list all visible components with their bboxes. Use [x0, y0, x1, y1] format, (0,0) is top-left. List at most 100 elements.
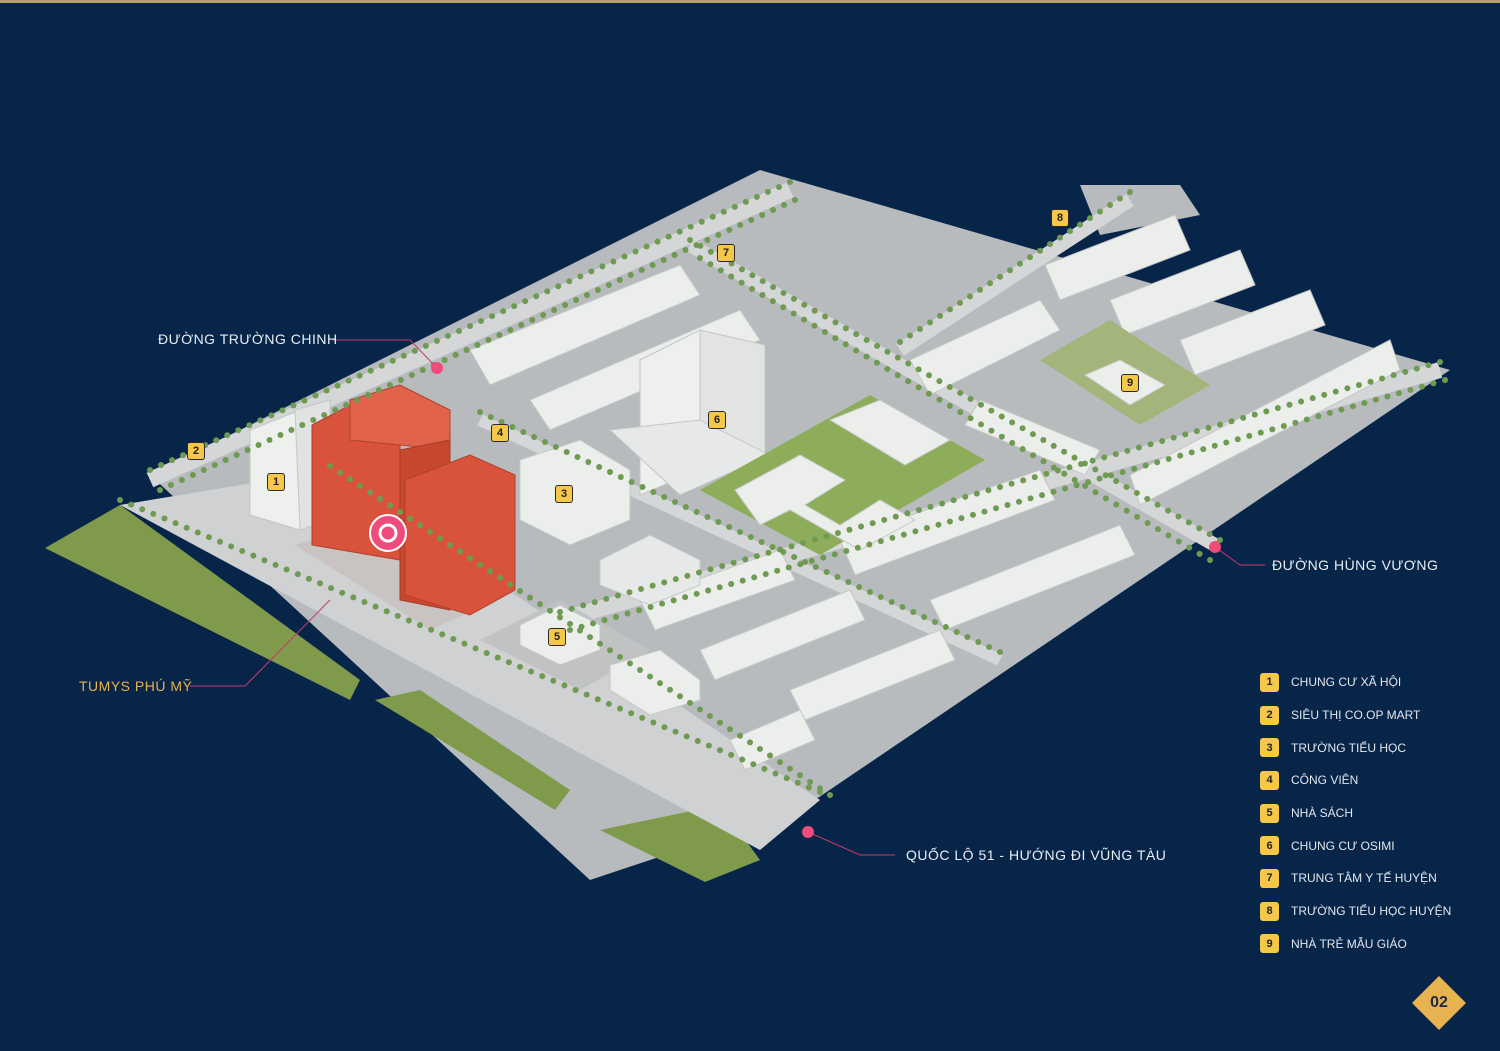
tree-dot — [518, 322, 525, 328]
tree-dot — [915, 507, 922, 514]
tree-dot — [1108, 472, 1115, 479]
tree-dot — [884, 348, 891, 355]
tree-dot — [649, 582, 656, 589]
tree-dot — [967, 395, 974, 402]
tree-dot — [936, 378, 943, 385]
tree-dot — [455, 327, 462, 334]
tree-dot — [372, 603, 379, 610]
tree-dot — [332, 407, 339, 413]
tree-dot — [1037, 247, 1043, 254]
legend-badge: 2 — [1260, 705, 1279, 725]
map-badge-5: 5 — [548, 628, 566, 646]
tree-dot — [676, 228, 683, 235]
tree-dot — [1054, 467, 1061, 474]
tree-dot — [167, 482, 174, 488]
callout-lines — [190, 339, 1265, 856]
tree-dot — [863, 353, 870, 360]
tree-dot — [877, 538, 884, 545]
tree-dot — [378, 362, 385, 369]
road-label-hung-vuong: ĐƯỜNG HÙNG VƯƠNG — [1272, 557, 1439, 573]
tree-dot — [925, 390, 932, 397]
tree-dot — [1402, 368, 1409, 375]
tree-dot — [1019, 425, 1026, 432]
tree-dot — [709, 213, 716, 220]
tree-dot — [854, 544, 861, 551]
tree-dot — [213, 437, 220, 444]
tree-dot — [1338, 406, 1345, 413]
tree-dot — [687, 699, 693, 706]
tree-dot — [747, 534, 754, 540]
tree-dot — [594, 696, 601, 703]
tree-dot — [894, 354, 901, 361]
tree-dot — [610, 258, 617, 265]
tree-dot — [387, 502, 393, 509]
tree-dot — [568, 605, 575, 612]
tree-dot — [638, 267, 645, 273]
tree-dot — [597, 640, 603, 647]
tree-dot — [603, 595, 610, 602]
tree-dot — [367, 489, 373, 496]
tree-dot — [321, 412, 328, 418]
tree-dot — [969, 511, 976, 518]
tree-dot — [738, 279, 745, 286]
tree-dot — [411, 347, 418, 354]
tree-dot — [998, 433, 1005, 440]
tree-dot — [727, 726, 733, 733]
tree-dot — [224, 432, 231, 439]
tree-dot — [881, 516, 888, 523]
tree-dot — [997, 273, 1003, 280]
tree-dot — [950, 497, 957, 504]
tree-dot — [463, 347, 470, 353]
tree-dot — [1107, 202, 1113, 209]
tree-dot — [811, 536, 818, 543]
tree-dot — [540, 312, 547, 318]
tree-dot — [375, 387, 382, 393]
tree-dot — [605, 282, 612, 288]
legend-badge: 1 — [1260, 672, 1279, 692]
legend-badge: 4 — [1260, 770, 1279, 790]
tree-dot — [323, 387, 330, 394]
tree-dot — [183, 524, 190, 531]
tree-dot — [820, 554, 827, 561]
tree-dot — [657, 680, 663, 687]
tree-dot — [312, 392, 319, 399]
tree-dot — [517, 588, 523, 595]
grass-strip — [45, 505, 360, 700]
tree-dot — [947, 306, 953, 313]
tree-dot — [822, 313, 829, 320]
map-badge-9: 9 — [1121, 374, 1139, 392]
tree-dot — [246, 422, 253, 429]
tree-dot — [617, 653, 623, 660]
tree-dot — [1361, 400, 1368, 407]
tree-dot — [537, 601, 543, 608]
tree-dot — [397, 377, 404, 383]
tree-dot — [427, 528, 433, 535]
tree-dot — [790, 295, 797, 302]
tree-dot — [717, 747, 723, 754]
tree-dot — [1062, 485, 1069, 492]
tree-dot — [1280, 423, 1287, 430]
tree-dot — [757, 745, 763, 752]
tree-dot — [1205, 424, 1212, 431]
tree-dot — [834, 574, 841, 580]
tree-dot — [1165, 507, 1172, 514]
tree-dot — [759, 212, 766, 218]
map-badge-7: 7 — [717, 244, 735, 262]
tree-dot — [350, 594, 357, 601]
project-location-pin — [369, 514, 407, 552]
tree-dot — [661, 494, 668, 500]
tree-dot — [1123, 507, 1130, 514]
tree-dot — [737, 732, 743, 739]
tree-dot — [1298, 398, 1305, 405]
tree-dot — [935, 521, 942, 528]
tree-dot — [777, 759, 783, 766]
tree-dot — [900, 531, 907, 538]
tree-dot — [1217, 537, 1223, 543]
tree-dot — [866, 541, 873, 548]
tree-dot — [1303, 416, 1310, 423]
tree-dot — [255, 442, 262, 448]
tree-dot — [834, 530, 841, 537]
tree-dot — [1251, 411, 1258, 418]
